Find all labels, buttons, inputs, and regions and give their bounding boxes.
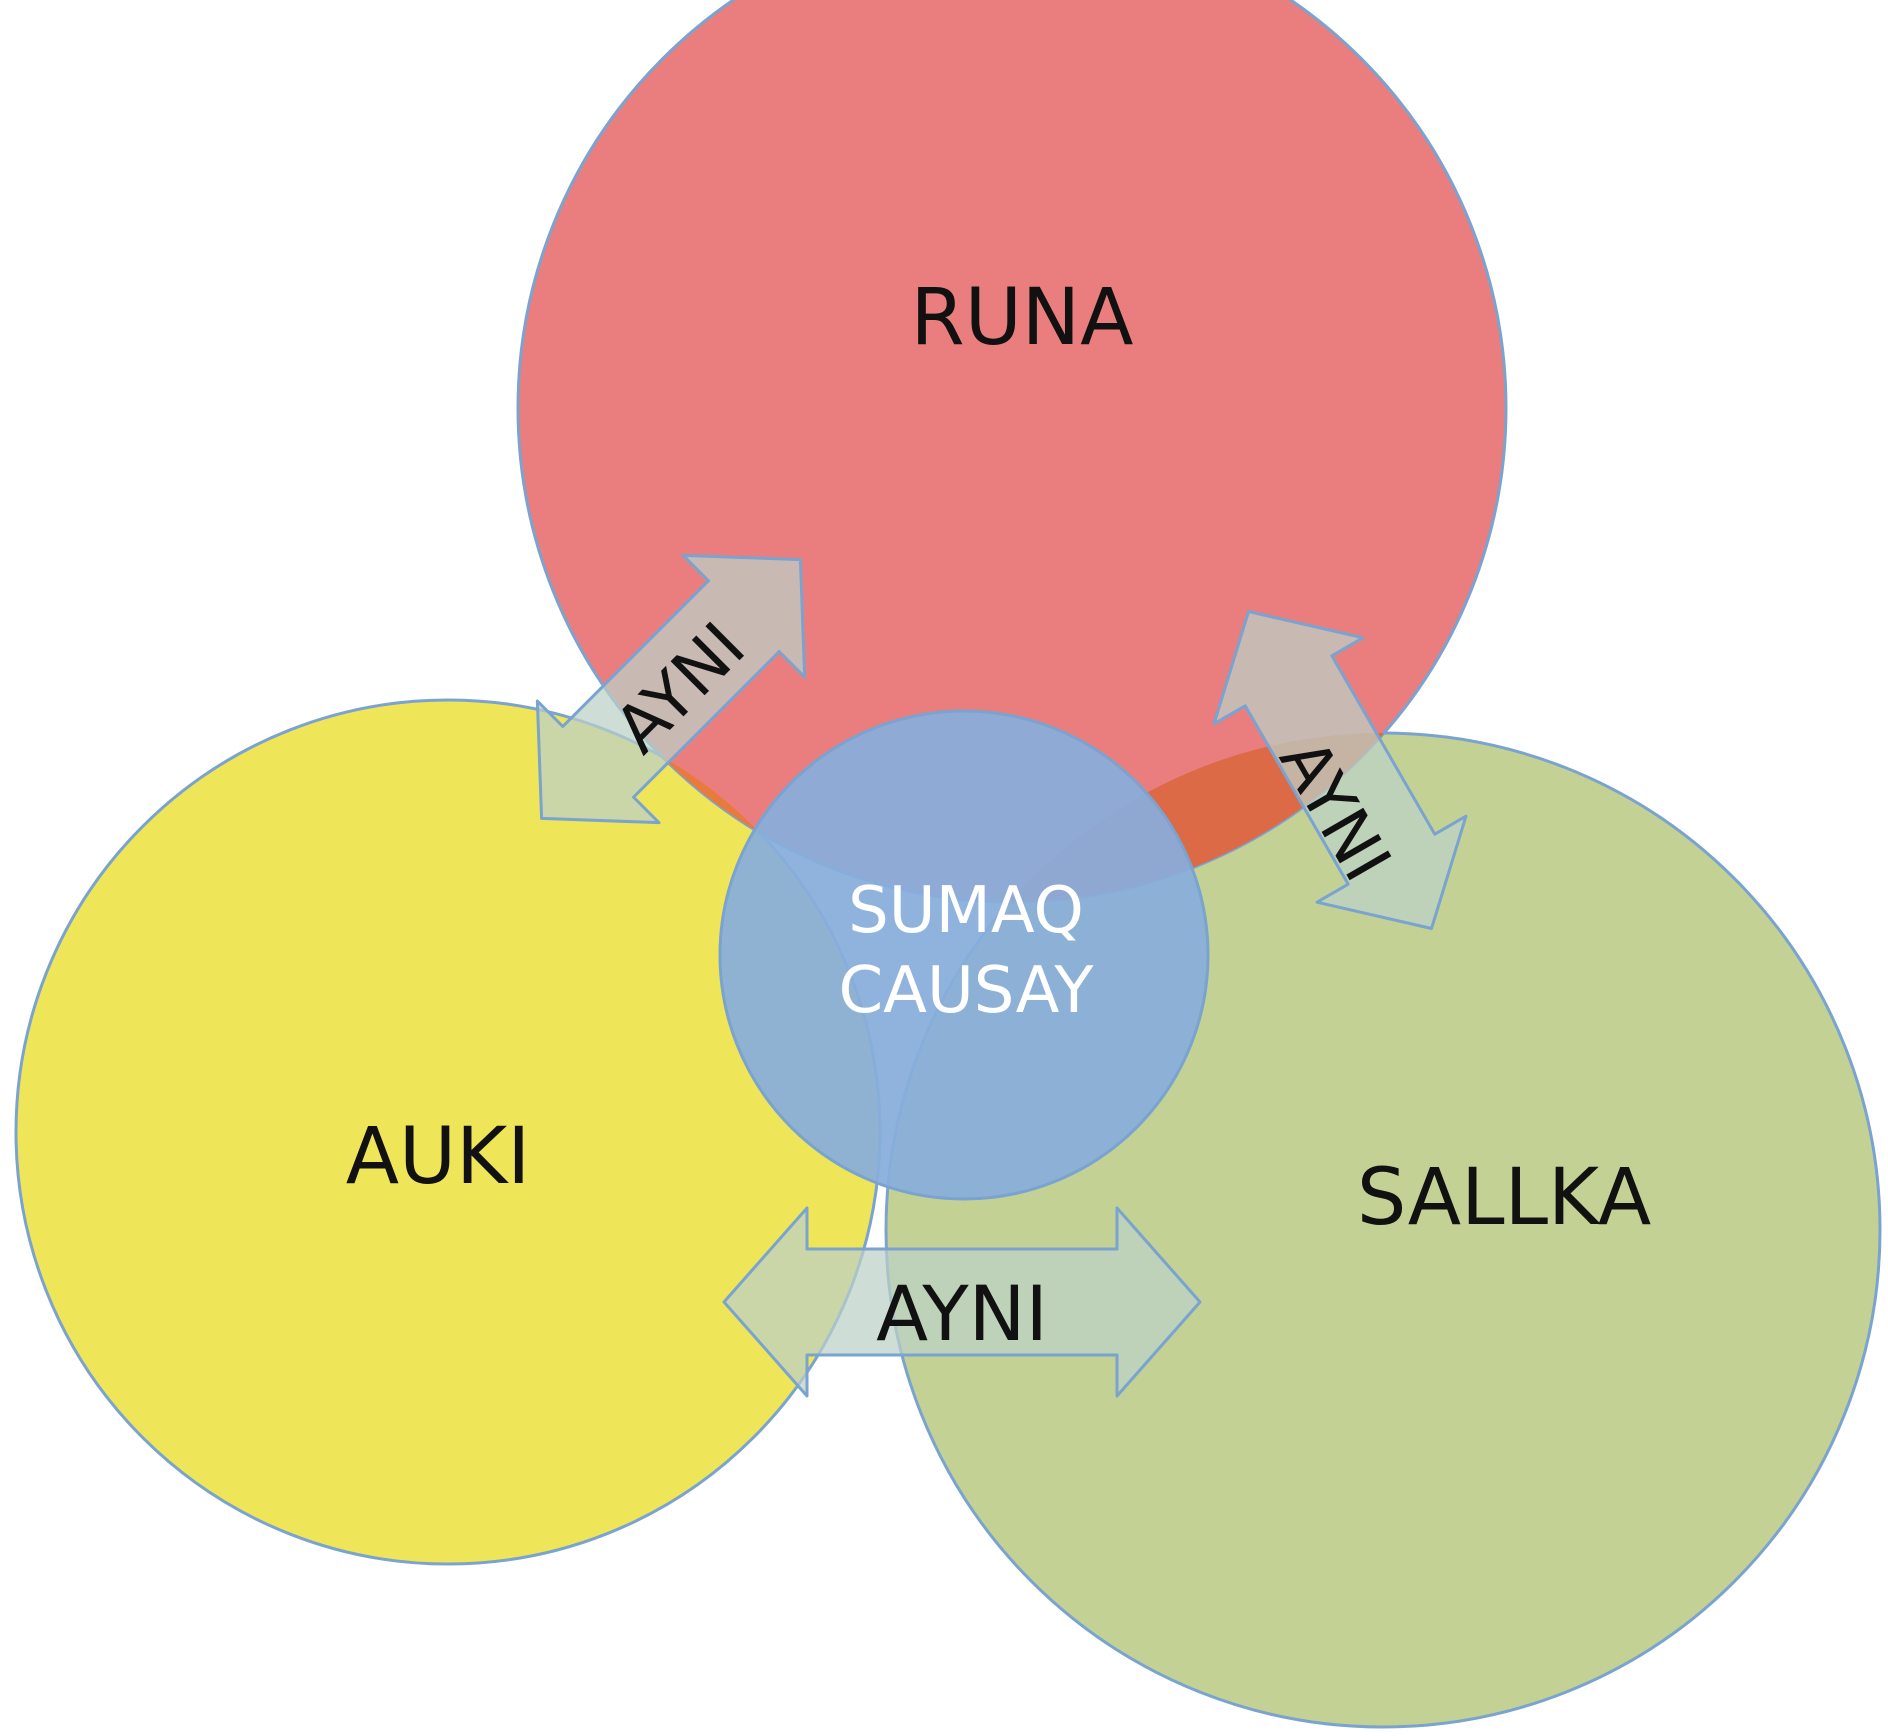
ayni-arrow-right [1212, 610, 1468, 930]
auki-label: AUKI [346, 1112, 531, 1202]
double-arrow-icon [722, 1206, 1202, 1398]
double-arrow-icon [1212, 610, 1468, 930]
center-label-line1: SUMAQ [848, 874, 1084, 948]
runa-label: RUNA [911, 273, 1134, 363]
ayni-arrow-bottom [722, 1206, 1202, 1398]
double-arrow-icon [535, 553, 807, 825]
ayni-label-bottom: AYNI [876, 1269, 1048, 1358]
center-label-line2: CAUSAY [838, 954, 1094, 1028]
sumaq-causay-circle [718, 709, 1210, 1201]
sallka-label: SALLKA [1357, 1153, 1651, 1243]
ayni-arrow-left [535, 553, 807, 825]
